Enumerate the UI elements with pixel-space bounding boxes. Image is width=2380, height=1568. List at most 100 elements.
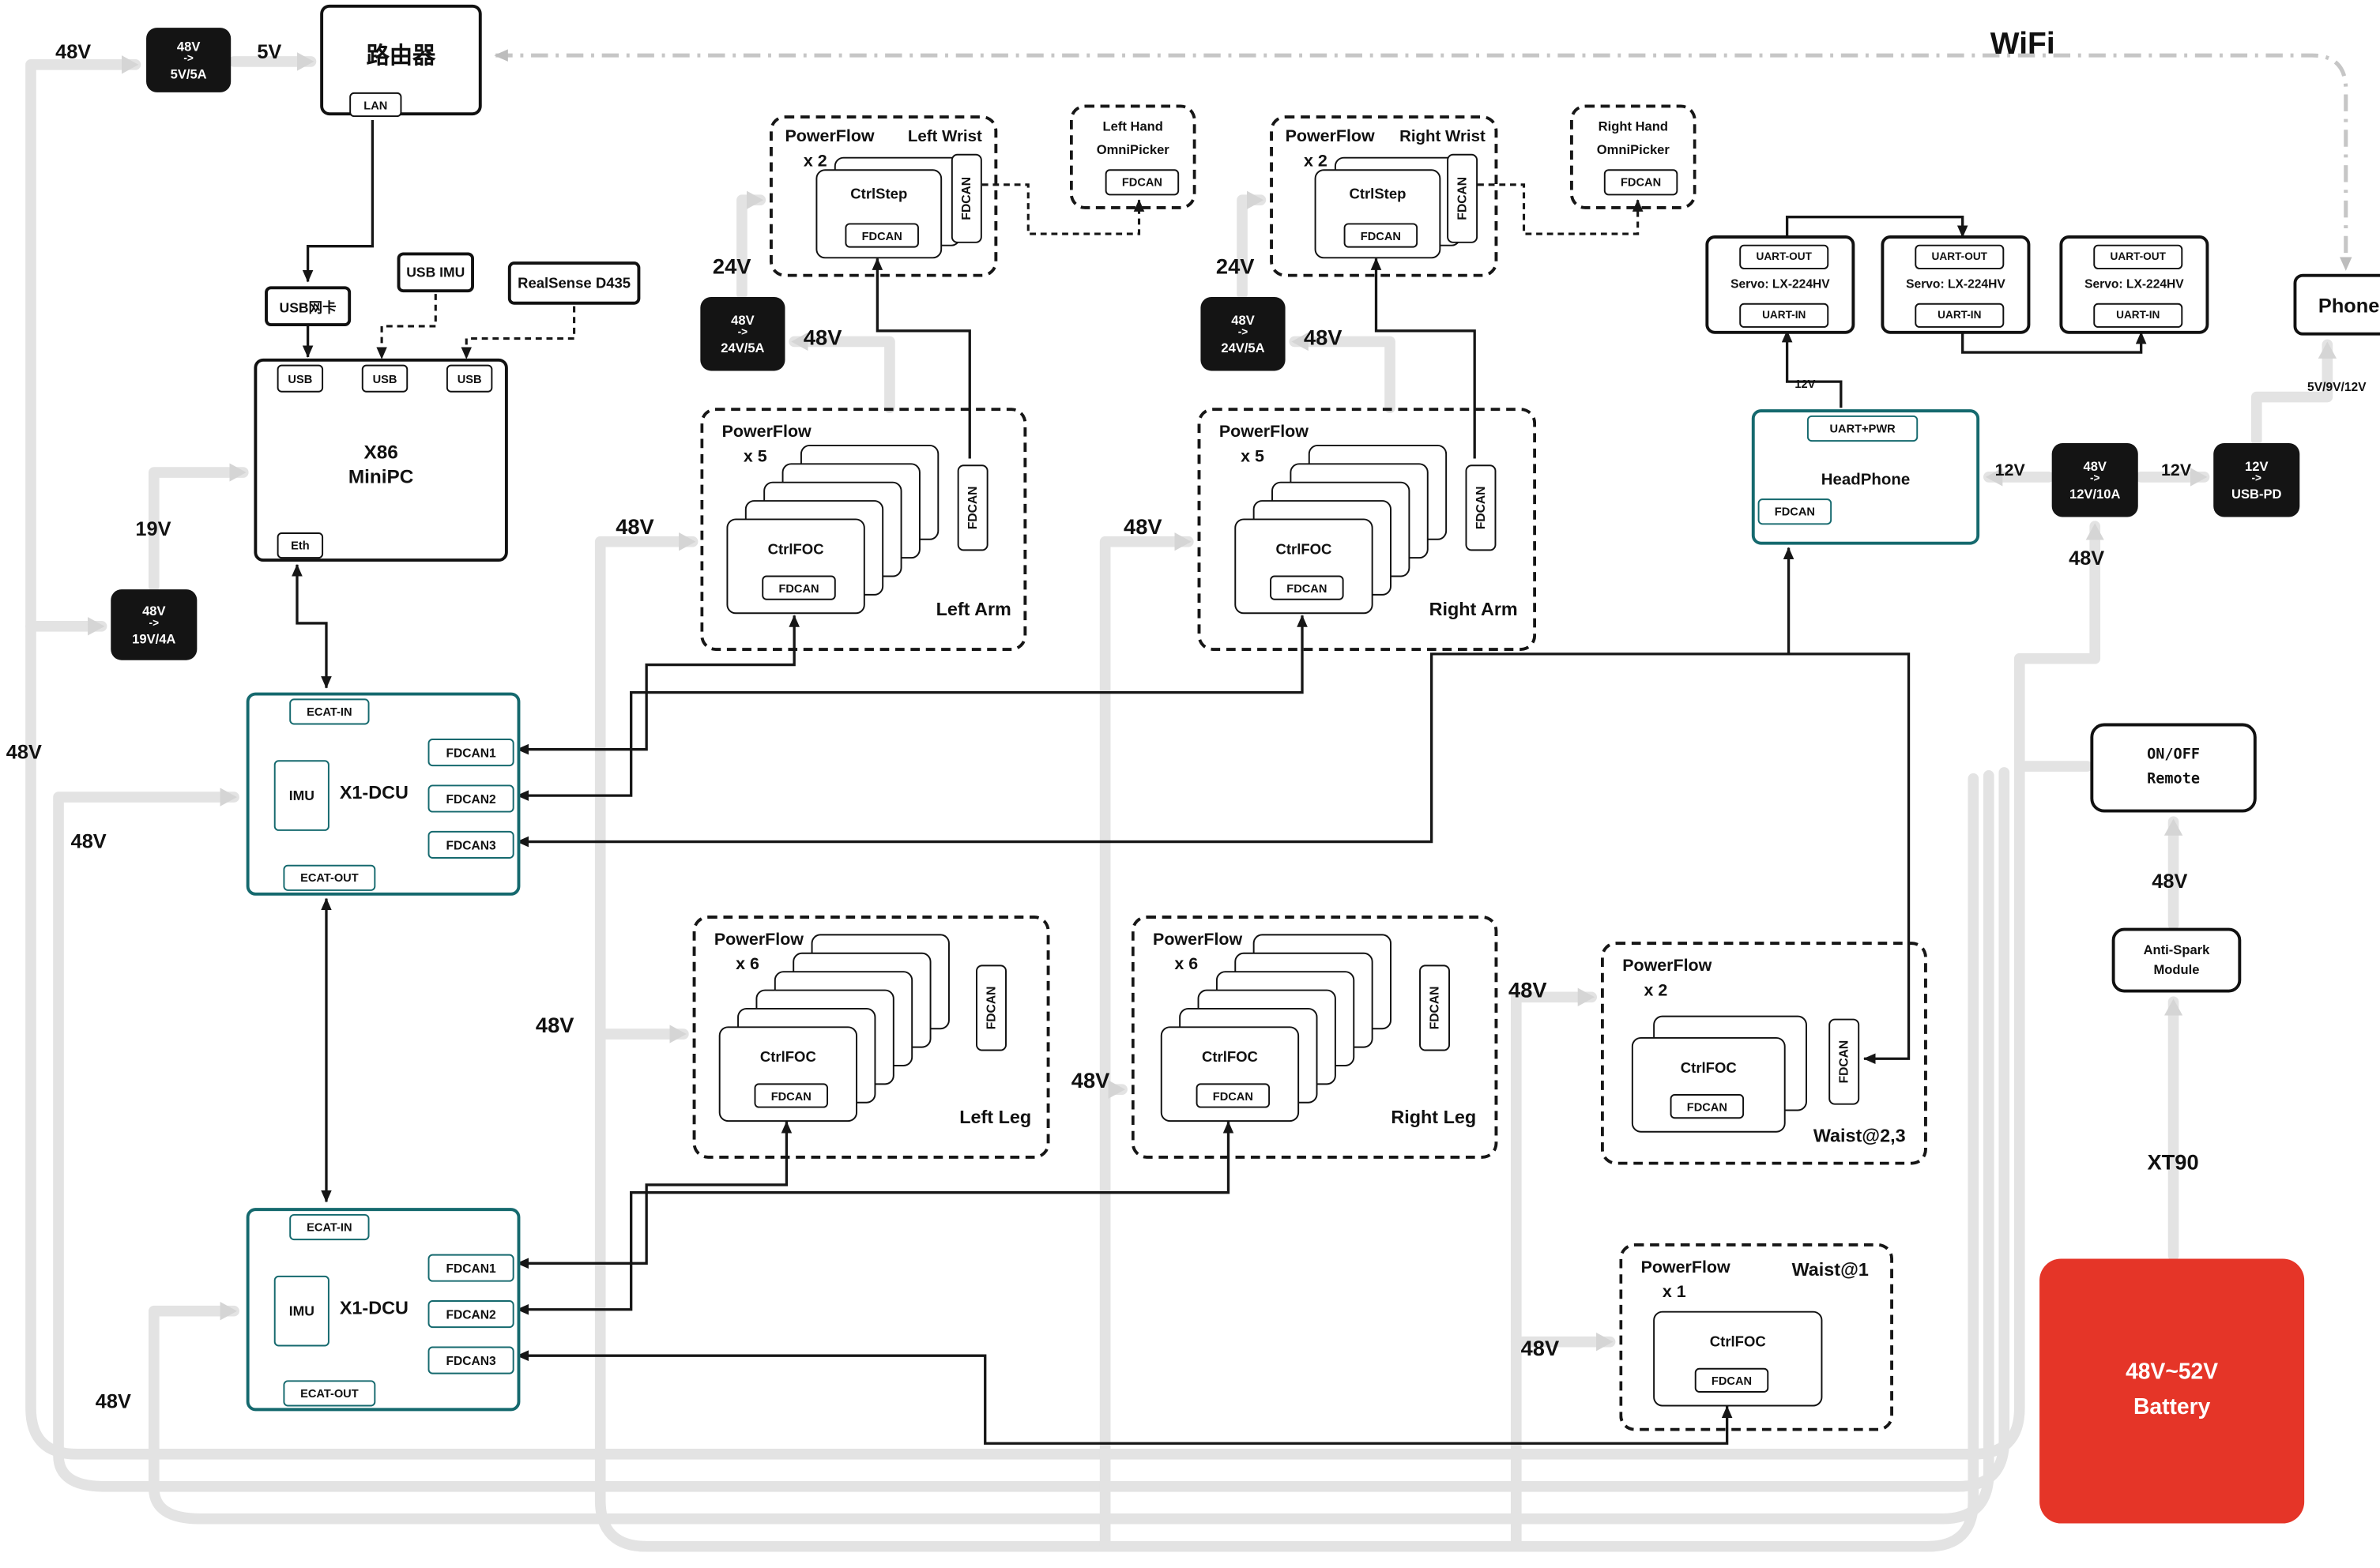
group-name: Left Arm	[936, 598, 1011, 621]
group-count: x 2	[803, 152, 827, 171]
label-12v-headphone: 12V	[1994, 461, 2025, 480]
converter-48v-24v-right: 48V -> 24V/5A	[1200, 296, 1286, 371]
conv-in: 48V	[142, 602, 166, 619]
conv-in: 48V	[1231, 311, 1255, 328]
battery-box: 48V~52V Battery	[2039, 1258, 2305, 1524]
headphone-name: HeadPhone	[1821, 471, 1911, 490]
card-unit-label: CtrlFOC	[1275, 541, 1332, 559]
card-unit-label: CtrlFOC	[1680, 1060, 1737, 1077]
dcu1-imu-box: IMU	[273, 760, 330, 831]
right-leg-group: PowerFlow x 6 FDCAN CtrlFOC FDCAN Right …	[1131, 916, 1498, 1159]
servo-uart-in-port: UART-IN	[1739, 303, 1829, 328]
dcu1-ecat-in-port: ECAT-IN	[289, 698, 370, 725]
hand-name-2: OmniPicker	[1096, 141, 1169, 157]
phone-label: Phone	[2318, 294, 2380, 318]
realsense-box: RealSense D435	[507, 261, 641, 305]
converter-12v-usbpd: 12V -> USB-PD	[2213, 443, 2300, 517]
anti-spark-box: Anti-Spark Module	[2111, 927, 2242, 993]
label-wifi: WiFi	[1990, 28, 2055, 62]
router-lan-port: LAN	[349, 92, 402, 118]
group-count: x 5	[1241, 447, 1264, 467]
antispark-name-2: Module	[2153, 961, 2200, 977]
servo-uart-out-port: UART-OUT	[1915, 244, 2005, 269]
router-name: 路由器	[366, 43, 436, 70]
card-unit-label: CtrlStep	[1349, 186, 1407, 204]
card-fdcan-port: FDCAN	[1270, 575, 1344, 600]
conv-arrow: ->	[737, 327, 748, 339]
conv-out: USB-PD	[2231, 486, 2282, 502]
dcu1-name: X1-DCU	[339, 781, 409, 803]
left-arm-group: PowerFlow x 5 FDCAN CtrlFOC FDCAN Left A…	[700, 408, 1027, 652]
label-24v-right: 24V	[1215, 254, 1255, 279]
servo-uart-in-port: UART-IN	[1915, 303, 2005, 328]
label-5v9v12v: 5V/9V/12V	[2307, 380, 2367, 394]
card-fdcan-port: FDCAN	[1670, 1094, 1745, 1119]
group-name: Right Leg	[1391, 1106, 1477, 1128]
servo-box-1: UART-OUT Servo: LX-224HV UART-IN	[1705, 235, 1855, 334]
group-count: x 6	[1174, 955, 1199, 975]
dcu2-ecat-out-port: ECAT-OUT	[283, 1380, 376, 1407]
group-name: Right Wrist	[1399, 127, 1486, 147]
dcu2-box: ECAT-IN IMU X1-DCU FDCAN1 FDCAN2 FDCAN3 …	[246, 1208, 521, 1412]
dcu1-ecat-out-port: ECAT-OUT	[283, 864, 376, 891]
group-title: PowerFlow	[785, 127, 875, 147]
label-48v-leg-right: 48V	[1071, 1067, 1110, 1093]
card-fdcan-tab: FDCAN	[951, 153, 982, 243]
group-name: Right Arm	[1429, 598, 1518, 621]
label-12v-servo: 12V	[1794, 377, 1816, 391]
group-name: Waist@1	[1791, 1258, 1869, 1280]
dcu2-imu-box: IMU	[273, 1275, 330, 1347]
hand-name-1: Left Hand	[1102, 118, 1163, 134]
minipc-name-2: MiniPC	[348, 466, 414, 488]
powerflow-card-front: CtrlStep FDCAN	[815, 169, 943, 259]
dcu1-fdcan3-port: FDCAN3	[427, 830, 514, 859]
servo-uart-out-port: UART-OUT	[1739, 244, 1829, 269]
minipc-usb-port-2: USB	[361, 364, 409, 393]
dcu1-fdcan2-port: FDCAN2	[427, 784, 514, 813]
card-unit-label: CtrlFOC	[1201, 1049, 1258, 1066]
conv-out: 24V/5A	[721, 340, 765, 356]
conv-out: 24V/5A	[1221, 340, 1265, 356]
label-5v: 5V	[257, 39, 282, 63]
label-48v-arm-right: 48V	[1124, 513, 1162, 539]
group-name: Left Leg	[959, 1106, 1032, 1128]
servo-uart-in-port: UART-IN	[2093, 303, 2183, 328]
card-fdcan-tab: FDCAN	[957, 464, 989, 551]
left-leg-group: PowerFlow x 6 FDCAN CtrlFOC FDCAN Left L…	[692, 916, 1050, 1159]
card-fdcan-tab: FDCAN	[1828, 1018, 1860, 1105]
group-title: PowerFlow	[1218, 423, 1309, 442]
minipc-box: USB USB USB X86 MiniPC Eth	[254, 358, 508, 562]
minipc-eth-port: Eth	[277, 532, 324, 559]
card-fdcan-port: FDCAN	[1343, 223, 1418, 248]
conv-out: 12V/10A	[2069, 486, 2121, 502]
dcu1-box: ECAT-IN IMU X1-DCU FDCAN1 FDCAN2 FDCAN3 …	[246, 692, 521, 896]
battery-label-1: 48V~52V	[2126, 1359, 2219, 1385]
card-fdcan-tab: FDCAN	[1419, 964, 1451, 1051]
powerflow-card-front: CtrlFOC FDCAN	[1653, 1310, 1823, 1407]
usb-nic-box: USB网卡	[265, 286, 352, 326]
group-count: x 1	[1662, 1283, 1686, 1303]
hand-name-1: Right Hand	[1598, 118, 1668, 134]
right-hand-group: Right Hand OmniPicker FDCAN	[1569, 104, 1697, 209]
label-24v-left: 24V	[712, 254, 751, 279]
servo-name: Servo: LX-224HV	[1730, 276, 1830, 291]
converter-48v-24v-left: 48V -> 24V/5A	[700, 296, 785, 371]
conv-arrow: ->	[183, 53, 194, 65]
card-unit-label: CtrlFOC	[767, 541, 824, 559]
label-48v-remote: 48V	[2152, 869, 2188, 893]
label-48v-waist23: 48V	[1508, 976, 1547, 1002]
dcu2-name: X1-DCU	[339, 1297, 409, 1319]
label-12v-usbpd: 12V	[2160, 461, 2192, 480]
conv-in: 12V	[2245, 457, 2269, 474]
label-48v-conv12: 48V	[2069, 546, 2105, 570]
right-wrist-group: PowerFlow x 2 Right Wrist FDCAN CtrlStep…	[1270, 115, 1498, 277]
servo-name: Servo: LX-224HV	[1906, 276, 2005, 291]
card-fdcan-port: FDCAN	[754, 1083, 829, 1108]
antispark-name-1: Anti-Spark	[2143, 942, 2210, 957]
conv-out: 5V/5A	[170, 66, 207, 82]
group-count: x 6	[736, 955, 759, 975]
conv-out: 19V/4A	[132, 631, 176, 647]
dcu2-fdcan2-port: FDCAN2	[427, 1300, 514, 1329]
